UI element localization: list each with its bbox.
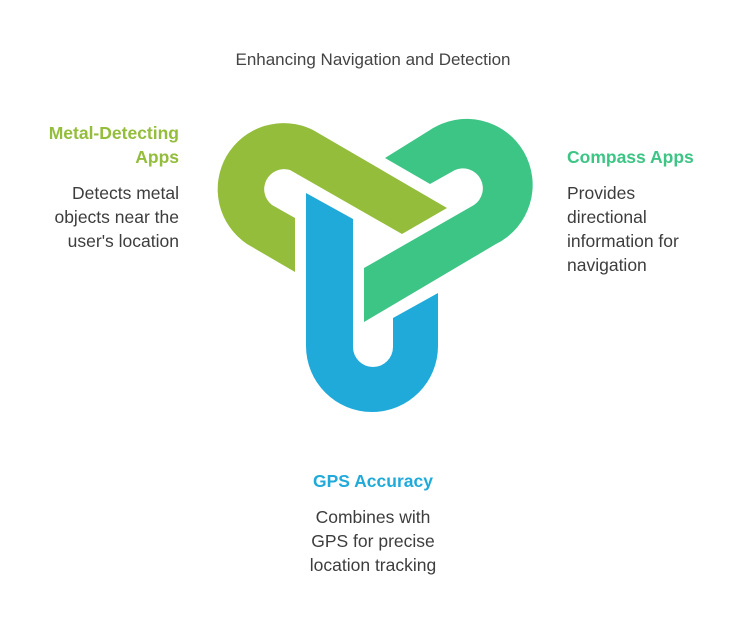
description-line: Detects metal <box>72 183 179 203</box>
metal-detecting-heading: Metal-Detecting Apps <box>49 121 179 169</box>
description-line: objects near the <box>54 207 179 227</box>
description-line: directional <box>567 207 647 227</box>
description-line: navigation <box>567 255 647 275</box>
heading-line: GPS Accuracy <box>313 471 433 491</box>
compass-description: Provides directional information for nav… <box>567 181 694 277</box>
description-line: location tracking <box>309 555 437 575</box>
metal-detecting-link-shape <box>217 123 447 272</box>
gps-heading: GPS Accuracy <box>273 469 473 493</box>
compass-heading: Compass Apps <box>567 145 694 169</box>
gps-link-shape <box>306 193 438 412</box>
metal-detecting-block: Metal-Detecting Apps Detects metal objec… <box>49 121 179 253</box>
gps-description: Combines with GPS for precise location t… <box>273 505 473 577</box>
description-line: Combines with <box>315 507 431 527</box>
compass-block: Compass Apps Provides directional inform… <box>567 145 694 277</box>
description-line: GPS for precise <box>311 531 435 551</box>
heading-line: Metal-Detecting <box>48 123 179 143</box>
description-line: information for <box>567 231 679 251</box>
description-line: user's location <box>67 231 179 251</box>
compass-link-shape <box>364 118 533 322</box>
metal-detecting-description: Detects metal objects near the user's lo… <box>49 181 179 253</box>
gps-block: GPS Accuracy Combines with GPS for preci… <box>273 469 473 577</box>
heading-line: Compass Apps <box>567 147 694 167</box>
heading-line: Apps <box>135 147 179 167</box>
description-line: Provides <box>567 183 636 203</box>
diagram-title: Enhancing Navigation and Detection <box>235 50 511 69</box>
